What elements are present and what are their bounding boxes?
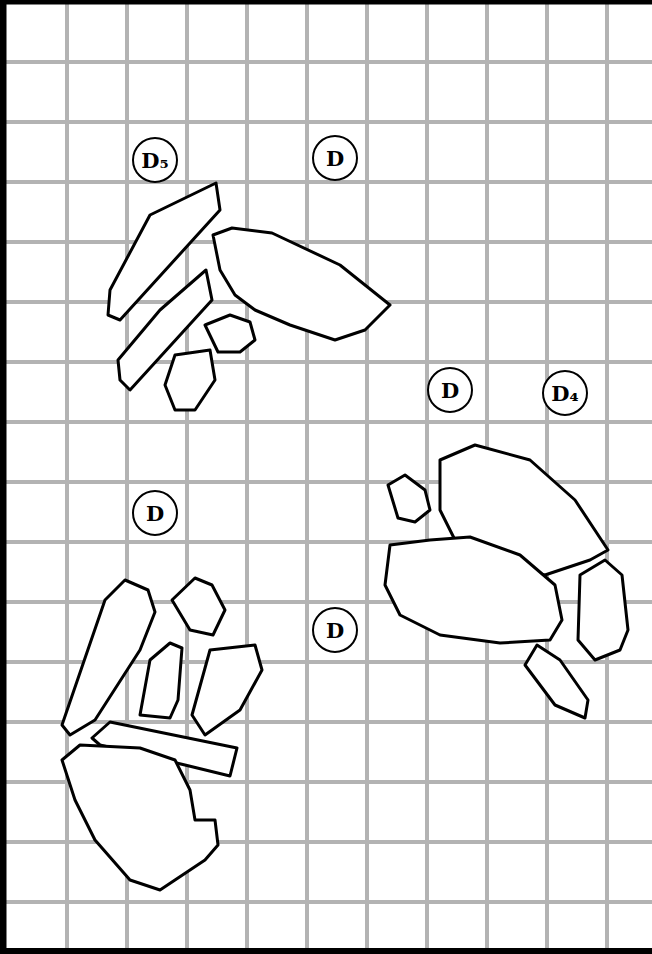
circle-label: D [326,148,344,169]
label-circle: D [312,607,358,653]
label-circle: D₅ [132,137,178,183]
label-circle: D [312,135,358,181]
circle-label: D [146,503,164,524]
circle-label: D₄ [551,383,578,404]
label-circle: D₄ [542,370,588,416]
label-circle: D [132,490,178,536]
circle-label: D₅ [141,150,168,171]
label-circle: D [427,367,473,413]
circle-label: D [326,620,344,641]
circle-label: D [441,380,459,401]
stones [62,183,628,890]
